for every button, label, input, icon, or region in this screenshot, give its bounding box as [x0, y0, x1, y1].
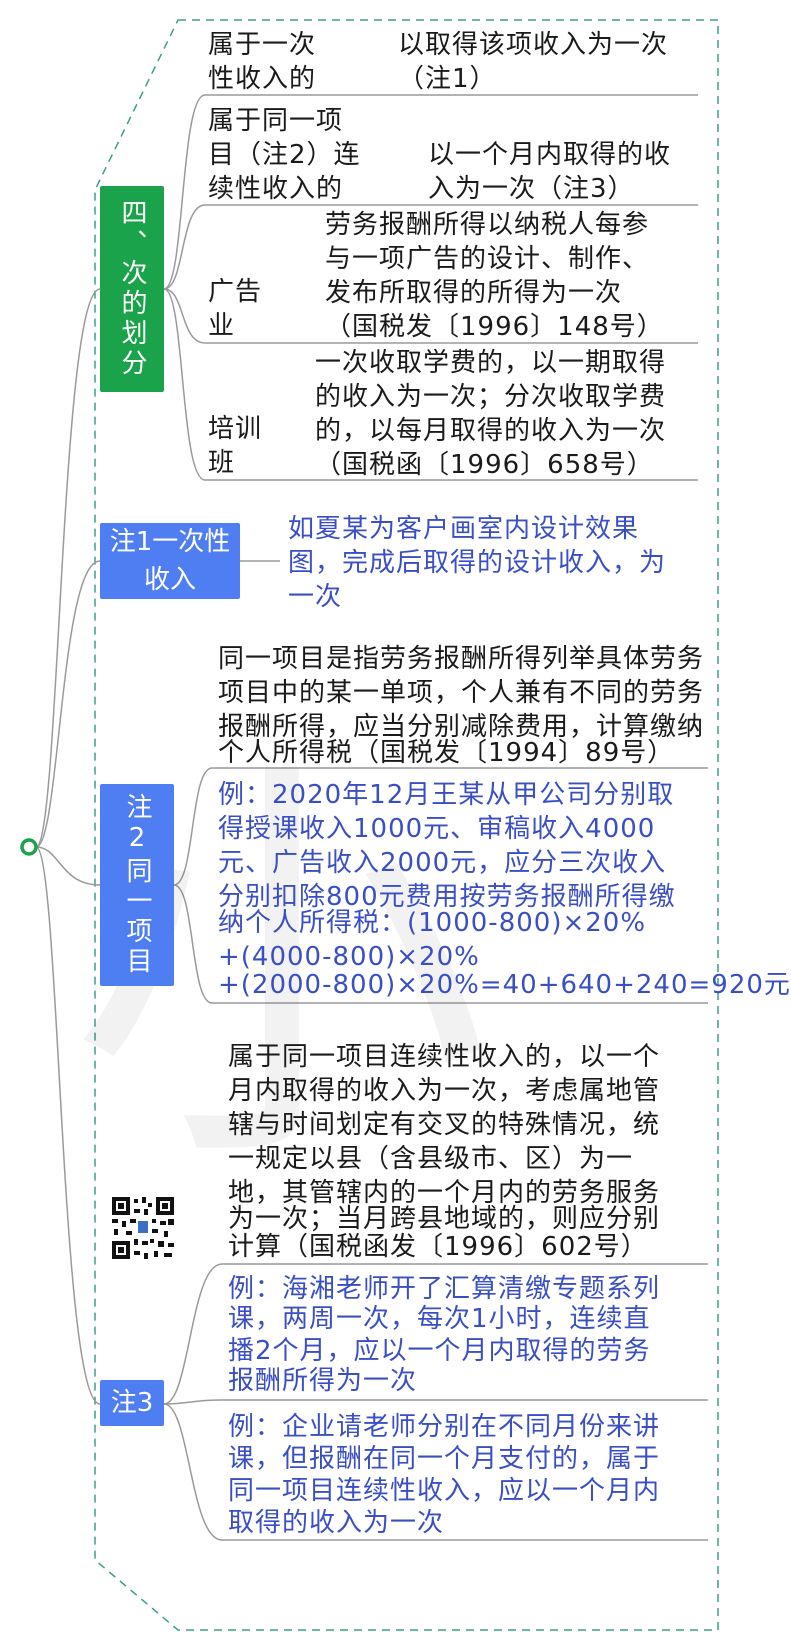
note3-ex1-2: 播2个月，应以一个月内取得的劳务: [228, 1336, 651, 1366]
note3-ex2-3: 取得的收入为一次: [228, 1508, 445, 1538]
note2-desc-1: 项目中的某一单项，个人兼有不同的劳务: [218, 678, 705, 708]
note1-title: 注1一次性收入: [109, 527, 231, 595]
s4-row2-label-2: 续性收入的: [208, 174, 344, 204]
s4-row1-content-0: 以取得该项收入为一次: [398, 30, 669, 60]
s4-row3-content-1: 与一项广告的设计、制作、: [325, 244, 650, 274]
note3-link-desc: [163, 1263, 708, 1405]
note3-ex1-1: 课，两周一次，每次1小时，连续直: [228, 1304, 651, 1334]
note3-ex1-3: 报酬所得为一次: [228, 1366, 418, 1396]
section4-node[interactable]: 四、次的划分: [100, 186, 164, 392]
note2-ex-0: 例：2020年12月王某从甲公司分别取: [218, 780, 675, 810]
note2-desc-2: 报酬所得，应当分别减除费用，计算缴纳: [218, 712, 705, 742]
s4-row3-content-2: 发布所取得的所得为一次: [325, 278, 623, 308]
note1-node[interactable]: 注1一次性收入: [100, 523, 240, 599]
mindmap-connectors: [20, 19, 719, 1631]
note3-desc-0: 属于同一项目连续性收入的，以一个: [228, 1042, 661, 1072]
dashed-frame: [94, 19, 719, 1631]
note3-link-example1: [163, 1399, 708, 1405]
note3-ex2-2: 同一项目连续性收入，应以一个月内: [228, 1476, 661, 1506]
note1-line-1: 图，完成后取得的设计收入，为: [288, 548, 667, 578]
s4-row4-content-2: 的，以每月取得的收入为一次: [315, 416, 667, 446]
note1-line-2: 一次: [288, 582, 343, 612]
note3-ex2-1: 课，但报酬在同一个月支付的，属于: [228, 1444, 661, 1474]
note3-desc-5: 为一次；当月跨县地域的，则应分别: [228, 1204, 661, 1234]
note3-link-example2: [163, 1403, 708, 1541]
s4-row1-label-1: 性收入的: [208, 64, 317, 94]
s4-link-row3: [163, 288, 698, 344]
s4-link-row1: [163, 94, 698, 290]
s4-row2-label-0: 属于同一项: [208, 106, 344, 136]
note2-ex-1: 得授课收入1000元、审稿收入4000: [218, 814, 656, 844]
note2-desc-3: 个人所得税（国税发〔1994〕89号）: [218, 738, 675, 768]
s4-link-row2: [163, 204, 698, 290]
root-node[interactable]: [20, 838, 38, 856]
note1-line-0: 如夏某为客户画室内设计效果: [288, 514, 640, 544]
s4-row2-label-1: 目（注2）连: [208, 140, 361, 170]
note2-ex-3: 分别扣除800元费用按劳务报酬所得缴: [218, 882, 676, 912]
note3-title: 注3: [110, 1388, 154, 1418]
s4-row3-content-3: （国税发〔1996〕148号）: [325, 312, 664, 342]
note2-link-desc: [173, 767, 708, 886]
s4-row4-content-0: 一次收取学费的，以一期取得: [315, 348, 667, 378]
note3-ex2-0: 例：企业请老师分别在不同月份来讲: [228, 1412, 661, 1442]
s4-row2-content-1: 入为一次（注3）: [428, 174, 635, 204]
s4-row4-label-0: 培训: [208, 414, 263, 444]
s4-row2-content-0: 以一个月内取得的收: [428, 140, 672, 170]
root-link-note3: [35, 846, 101, 1405]
s4-link-row4: [163, 288, 698, 481]
note2-node[interactable]: 注2同一项目: [100, 784, 174, 986]
note2-ex-6: +(2000-800)×20%=40+640+240=920元: [218, 970, 791, 1000]
qr-code-icon: [110, 1195, 176, 1261]
note3-desc-4: 地，其管辖内的一个月内的劳务服务: [228, 1178, 661, 1208]
note2-ex-4: 纳个人所得税：(1000-800)×20%: [218, 908, 647, 938]
note3-ex1-0: 例：海湘老师开了汇算清缴专题系列: [228, 1274, 661, 1304]
root-link-note2: [35, 846, 101, 886]
s4-row3-label-0: 广告: [208, 277, 263, 307]
note3-desc-6: 计算（国税函发〔1996〕602号）: [228, 1232, 648, 1262]
note3-desc-3: 一规定以县（含县级市、区）为一: [228, 1144, 634, 1174]
note2-ex-5: +(4000-800)×20%: [218, 942, 480, 972]
root-link-note1: [35, 560, 101, 848]
section4-title: 四、次的划分: [117, 199, 147, 379]
note3-node[interactable]: 注3: [100, 1380, 164, 1426]
note2-desc-0: 同一项目是指劳务报酬所得列举具体劳务: [218, 644, 705, 674]
s4-row1-label-0: 属于一次: [208, 30, 317, 60]
s4-row4-content-1: 的收入为一次；分次收取学费: [315, 382, 667, 412]
s4-row3-content-0: 劳务报酬所得以纳税人每参: [325, 210, 650, 240]
note3-desc-1: 月内取得的收入为一次，考虑属地管: [228, 1076, 661, 1106]
s4-row4-label-1: 班: [208, 448, 236, 478]
s4-row3-label-1: 业: [208, 311, 236, 341]
note2-ex-2: 元、广告收入2000元，应分三次收入: [218, 848, 667, 878]
s4-row1-content-1: （注1）: [398, 64, 497, 94]
note2-title: 注2同一项目: [122, 793, 152, 977]
note2-link-example: [173, 884, 708, 1004]
note3-desc-2: 辖与时间划定有交叉的特殊情况，统: [228, 1110, 661, 1140]
s4-row4-content-3: （国税函〔1996〕658号）: [315, 450, 654, 480]
root-link-section4: [35, 288, 101, 848]
